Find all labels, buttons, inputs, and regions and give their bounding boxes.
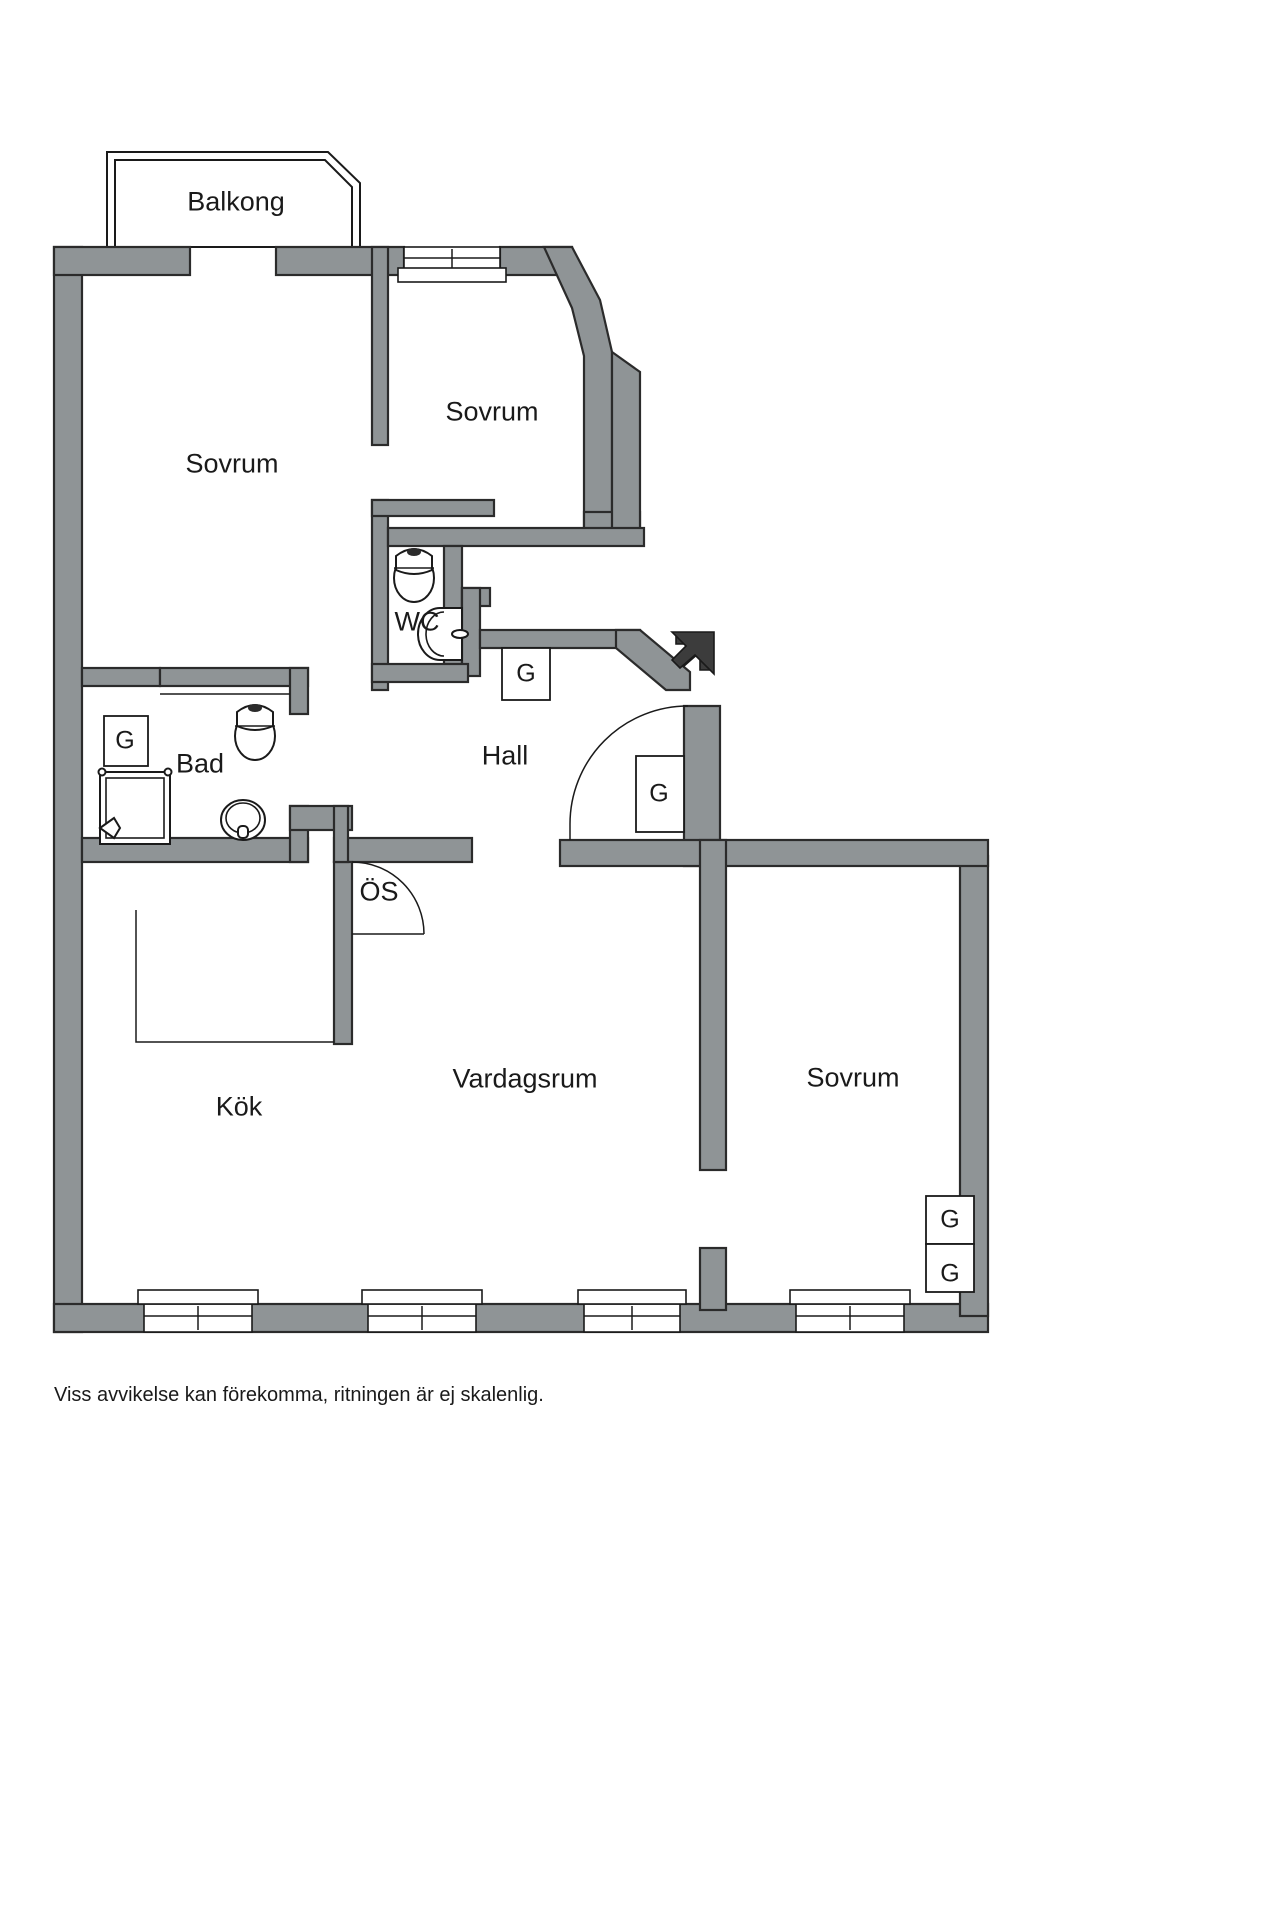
balcony-outline: [106, 151, 361, 248]
closet-label-closet-hall-lower: G: [649, 779, 669, 808]
window-bottom-vardagsrum: [577, 1289, 687, 1333]
door-swing-os: [351, 861, 425, 935]
room-label-sovrum-3: Sovrum: [806, 1062, 900, 1093]
room-label-sovrum-2: Sovrum: [445, 396, 539, 427]
interior-walls: [80, 245, 990, 1312]
closet-box-bad: [103, 715, 149, 767]
window-top-sovrum2: [397, 246, 507, 283]
room-label-bad: Bad: [175, 748, 225, 779]
toilet-bad-icon: [234, 704, 276, 761]
shower-bad-icon: [97, 767, 173, 845]
room-label-wc: WC: [394, 606, 440, 637]
room-label-sovrum-1: Sovrum: [185, 448, 279, 479]
closet-label-closet-bad: G: [115, 726, 135, 755]
door-swing-kok: [135, 910, 334, 1043]
room-label-hall: Hall: [481, 740, 529, 771]
toilet-wc-icon: [393, 548, 435, 603]
disclaimer-caption: Viss avvikelse kan förekomma, ritningen …: [54, 1384, 544, 1406]
closet-box-sovrum3-top: [925, 1195, 975, 1245]
room-label-balkong: Balkong: [187, 186, 285, 217]
sink-bad-icon: [220, 799, 266, 841]
door-swing-entrance: [569, 705, 689, 840]
closet-label-closet-hall-upper: G: [516, 659, 536, 688]
sink-wc-icon: [417, 607, 469, 661]
entrance-arrow-icon: [670, 631, 715, 676]
window-bottom-kok-1: [137, 1289, 259, 1333]
closet-label-closet-sovrum3-bot: G: [940, 1259, 960, 1288]
window-bottom-kok-2: [361, 1289, 483, 1333]
closet-box-sovrum3-bot: [925, 1243, 975, 1293]
closet-box-hall-upper: [501, 647, 551, 701]
window-bottom-sovrum3: [789, 1289, 911, 1333]
closet-box-hall-lower: [635, 755, 685, 833]
room-label-kok: Kök: [215, 1091, 263, 1122]
interior-floor: [80, 270, 980, 1310]
room-label-os: ÖS: [359, 876, 399, 907]
room-label-vardagsrum: Vardagsrum: [452, 1063, 598, 1094]
closet-label-closet-sovrum3-top: G: [940, 1205, 960, 1234]
